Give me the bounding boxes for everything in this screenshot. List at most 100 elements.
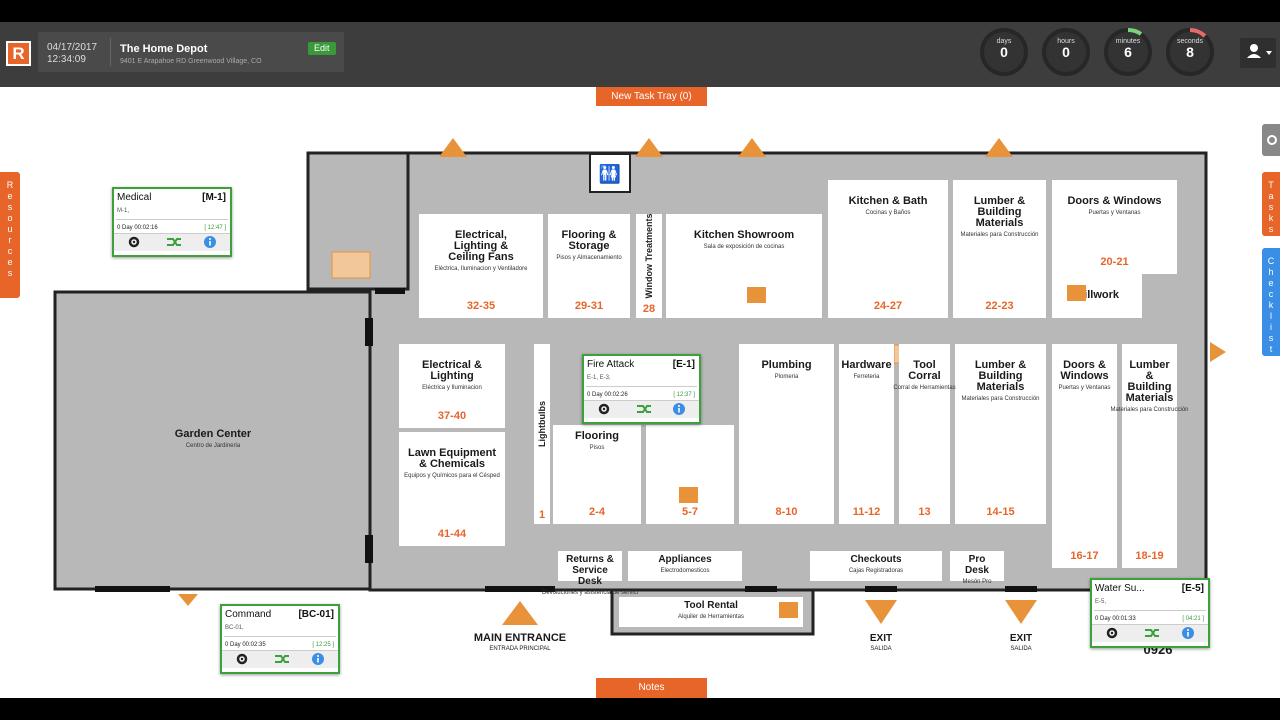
department-name: Doors & Windows	[1067, 195, 1161, 207]
user-menu-button[interactable]	[1240, 38, 1276, 68]
department-tool-rental	[619, 597, 803, 627]
timer-minutes: minutes 6	[1104, 28, 1152, 76]
department-name: Returns &	[566, 554, 614, 565]
card-time: [ 12:47 ]	[204, 225, 226, 231]
door	[95, 586, 170, 592]
department-name: Plumbing	[761, 359, 811, 371]
department-lumber-building-materials	[953, 180, 1046, 318]
user-icon	[1247, 44, 1272, 58]
department-name: Materials	[976, 217, 1024, 229]
incident-card[interactable]: Command [BC-01] BC-01, 0 Day 00:02:35 [ …	[220, 604, 340, 674]
department-subtitle: Electrodomesticos	[660, 568, 709, 574]
card-info-button[interactable]	[1170, 626, 1206, 642]
shuffle-icon	[275, 655, 289, 663]
department-subtitle: Centro de Jardineria	[186, 443, 241, 449]
notes-button[interactable]: Notes	[596, 678, 707, 698]
card-info-button[interactable]	[192, 235, 228, 251]
department-name: Flooring &	[562, 229, 617, 241]
department-number: 20-21	[1100, 256, 1128, 268]
door	[745, 586, 777, 592]
app-header: R 04/17/2017 12:34:09 The Home Depot 940…	[0, 22, 1280, 87]
department-plumbing	[739, 344, 834, 524]
settings-tab[interactable]	[1262, 124, 1280, 156]
card-settings-button[interactable]	[1094, 626, 1130, 642]
department-subtitle: Plomeria	[775, 374, 799, 380]
card-elapsed: 0 Day 00:01:33	[1095, 616, 1136, 622]
department-number: 29-31	[575, 300, 603, 312]
department-returns-service-desk	[558, 551, 622, 581]
department-name: Tool Rental	[684, 600, 738, 611]
department-name: Checkouts	[850, 554, 902, 565]
department-subtitle: Pisos y Almacenamiento	[556, 255, 622, 261]
department-name: Lighting &	[454, 240, 508, 252]
card-shuffle-button[interactable]	[264, 652, 300, 668]
viewing-point-icon	[331, 251, 371, 279]
department-subtitle: Pisos	[590, 445, 605, 451]
incident-name: The Home Depot	[120, 43, 208, 55]
department-subtitle: Eléctrica y Iluminacion	[422, 385, 482, 391]
card-title: Command	[225, 609, 272, 620]
incident-card[interactable]: Medical [M-1] M-1, 0 Day 00:02:16 [ 12:4…	[112, 187, 232, 257]
new-task-tray-button[interactable]: New Task Tray (0)	[596, 87, 707, 106]
department-lumber-building-materials	[1122, 344, 1177, 568]
department-name: Doors &	[1063, 359, 1106, 371]
department-number: 24-27	[874, 300, 902, 312]
card-info-button[interactable]	[300, 652, 336, 668]
department-number: 2-4	[589, 506, 606, 518]
timer-value: 8	[1186, 44, 1194, 60]
department-flooring-storage	[548, 214, 630, 318]
department-subtitle: Sala de exposición de cocinas	[704, 244, 785, 250]
incident-card[interactable]: Fire Attack [E-1] E-1, E-3, 0 Day 00:02:…	[582, 354, 701, 424]
card-shuffle-button[interactable]	[626, 402, 662, 418]
card-settings-button[interactable]	[586, 402, 622, 418]
app-logo[interactable]: R	[6, 41, 31, 66]
incident-time: 12:34:09	[47, 54, 86, 65]
department-number: 5-7	[682, 506, 698, 518]
department-name: Desk	[965, 565, 989, 576]
edit-button[interactable]: Edit	[308, 42, 336, 55]
card-shuffle-button[interactable]	[1134, 626, 1170, 642]
incident-card[interactable]: Water Su... [E-5] E-5, 0 Day 00:01:33 [ …	[1090, 578, 1210, 648]
restroom-icon	[589, 153, 631, 193]
card-code: [BC-01]	[298, 609, 334, 620]
main-entrance-sublabel: ENTRADA PRINCIPAL	[489, 646, 551, 652]
card-info-button[interactable]	[661, 402, 697, 418]
card-settings-button[interactable]	[116, 235, 152, 251]
department-name: Window Treatments	[644, 214, 654, 299]
exit-label: EXIT	[870, 633, 892, 644]
department-number: 41-44	[438, 528, 467, 540]
department-name: Kitchen & Bath	[849, 195, 928, 207]
timer-days: days 0	[980, 28, 1028, 76]
main-entrance-label: MAIN ENTRANCE	[474, 632, 566, 644]
card-time: [ 12:37 ]	[673, 392, 695, 398]
card-shuffle-button[interactable]	[156, 235, 192, 251]
gear-icon	[128, 236, 140, 248]
door-marker	[985, 138, 1013, 157]
card-title: Water Su...	[1095, 583, 1145, 594]
timer-progress-arc	[1189, 28, 1207, 38]
timer-progress-arc	[1127, 28, 1143, 36]
department-number: 18-19	[1135, 550, 1163, 562]
door-marker	[439, 138, 467, 157]
card-settings-button[interactable]	[224, 652, 260, 668]
department-number: 28	[643, 303, 655, 315]
department-kitchen-showroom	[666, 214, 822, 318]
department-number: 37-40	[438, 410, 466, 422]
door-marker	[1210, 342, 1226, 362]
department-subtitle: Devoluciones y asistencia de servici	[542, 590, 638, 596]
exit-arrow	[865, 600, 897, 624]
department-number: 14-15	[986, 506, 1014, 518]
card-title: Medical	[117, 192, 152, 203]
card-units: BC-01,	[225, 625, 244, 631]
bottom-letterbox	[0, 698, 1280, 720]
department-number: 11-12	[853, 506, 881, 518]
timer-seconds: seconds 8	[1166, 28, 1214, 76]
door	[365, 535, 373, 563]
